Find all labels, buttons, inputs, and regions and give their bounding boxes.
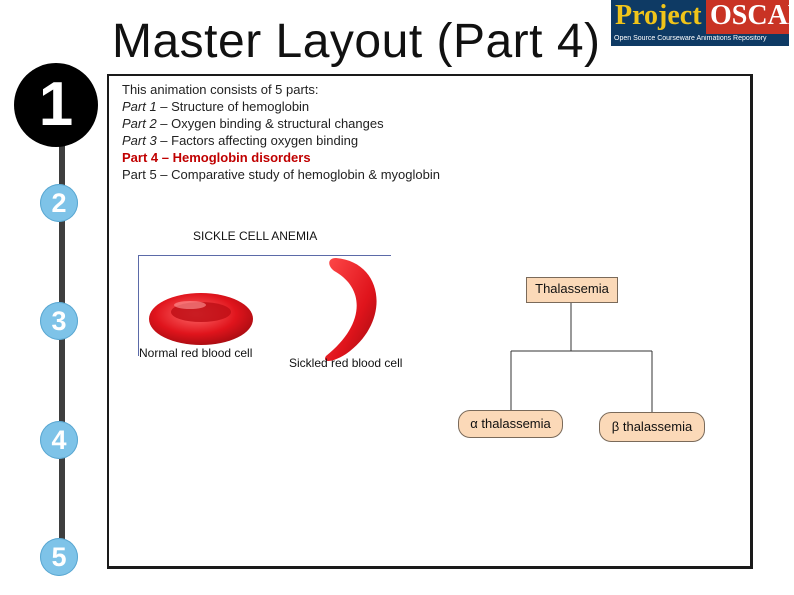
step-4-marker[interactable]: 4 — [40, 421, 78, 459]
beta-thalassemia-node[interactable]: β thalassemia — [599, 412, 705, 442]
sickled-rbc-caption: Sickled red blood cell — [289, 356, 403, 370]
part-3-label: Part 3 — [122, 133, 157, 148]
rbc-image-box — [138, 255, 391, 356]
logo-tagline: Open Source Courseware Animations Reposi… — [614, 35, 767, 42]
part-5-text: – Comparative study of hemoglobin & myog… — [156, 167, 440, 182]
part-1-text: – Structure of hemoglobin — [156, 99, 310, 114]
page-title: Master Layout (Part 4) — [112, 15, 601, 68]
part-5-label: Part 5 — [122, 167, 157, 182]
parts-list: This animation consists of 5 parts: Part… — [122, 81, 440, 183]
part-3-item: Part 3 – Factors affecting oxygen bindin… — [122, 132, 440, 149]
part-4-item: Part 4 – Hemoglobin disorders — [122, 149, 440, 166]
part-4-text: – Hemoglobin disorders — [158, 150, 311, 165]
logo-oscar-background — [706, 0, 789, 34]
sickle-cell-title: SICKLE CELL ANEMIA — [193, 229, 318, 243]
project-oscar-logo: Project OSCAR Open Source Courseware Ani… — [611, 0, 794, 46]
alpha-thalassemia-node[interactable]: α thalassemia — [458, 410, 563, 438]
thalassemia-node[interactable]: Thalassemia — [526, 277, 618, 303]
normal-rbc-caption: Normal red blood cell — [139, 346, 253, 360]
step-2-marker[interactable]: 2 — [40, 184, 78, 222]
part-1-item: Part 1 – Structure of hemoglobin — [122, 98, 440, 115]
step-3-marker[interactable]: 3 — [40, 302, 78, 340]
parts-heading: This animation consists of 5 parts: — [122, 82, 319, 97]
part-4-label: Part 4 — [122, 150, 159, 165]
part-5-item: Part 5 – Comparative study of hemoglobin… — [122, 166, 440, 183]
step-5-marker[interactable]: 5 — [40, 538, 78, 576]
part-3-text: – Factors affecting oxygen binding — [156, 133, 359, 148]
logo-word-oscar: OSCAR — [710, 0, 794, 31]
step-1-marker[interactable]: 1 — [14, 63, 98, 147]
part-2-text: – Oxygen binding & structural changes — [156, 116, 384, 131]
logo-word-project: Project — [615, 0, 702, 31]
part-2-label: Part 2 — [122, 116, 157, 131]
part-1-label: Part 1 — [122, 99, 157, 114]
part-2-item: Part 2 – Oxygen binding & structural cha… — [122, 115, 440, 132]
